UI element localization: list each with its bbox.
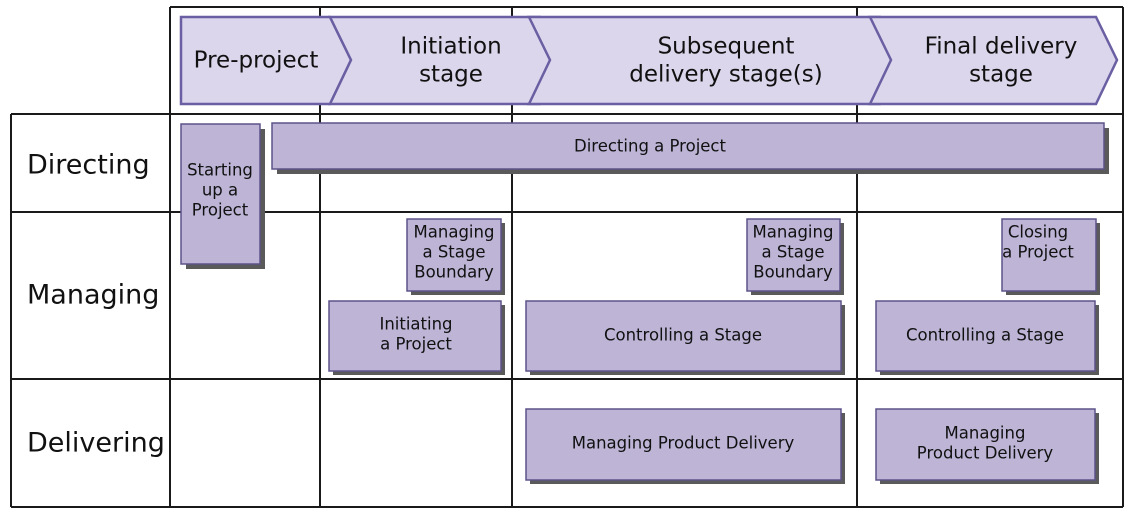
text-line: Final delivery bbox=[925, 34, 1078, 60]
text-line: Boundary bbox=[414, 262, 494, 281]
text-line: stage bbox=[969, 61, 1033, 87]
row-label-managing: Managing bbox=[27, 280, 159, 311]
row-label-directing: Directing bbox=[27, 150, 150, 181]
text-line: delivery stage(s) bbox=[629, 61, 822, 87]
text-line: up a bbox=[202, 181, 238, 200]
text-line: Subsequent bbox=[658, 34, 795, 60]
text-line: Controlling a Stage bbox=[906, 326, 1064, 345]
text-line: Managing bbox=[414, 223, 495, 242]
text-line: Managing Product Delivery bbox=[572, 434, 795, 453]
text-line: a Stage bbox=[761, 243, 824, 262]
row-labels: Directing Managing Delivering bbox=[27, 150, 165, 459]
stage-label-pre-project: Pre-project bbox=[194, 48, 319, 74]
text-line: Project bbox=[192, 200, 249, 219]
text-line: Closing bbox=[1008, 223, 1068, 242]
text-line: Managing bbox=[945, 424, 1026, 443]
process-label-mpd-subsequent: Managing Product Delivery bbox=[572, 434, 795, 453]
text-line: stage bbox=[419, 61, 483, 87]
text-line: Pre-project bbox=[194, 48, 319, 74]
stage-chevron-final bbox=[867, 15, 1119, 106]
text-line: Initiation bbox=[400, 34, 501, 60]
text-line: Directing a Project bbox=[574, 137, 727, 156]
process-directing-a-project: Directing a Project bbox=[271, 122, 1109, 174]
text-line: Boundary bbox=[753, 262, 833, 281]
process-controlling-a-stage-subsequent: Controlling a Stage bbox=[525, 300, 845, 375]
text-line: a Project bbox=[1002, 242, 1074, 261]
process-label-controlling-final: Controlling a Stage bbox=[906, 326, 1064, 345]
text-line: a Stage bbox=[422, 243, 485, 262]
process-label-controlling-subsequent: Controlling a Stage bbox=[604, 326, 762, 345]
row-label-delivering: Delivering bbox=[27, 428, 165, 459]
text-line: a Project bbox=[380, 334, 452, 353]
process-controlling-a-stage-final: Controlling a Stage bbox=[875, 300, 1099, 375]
text-line: Product Delivery bbox=[917, 443, 1054, 462]
process-managing-product-delivery-subsequent: Managing Product Delivery bbox=[525, 408, 845, 484]
text-line: Starting bbox=[187, 161, 253, 180]
process-label-directing-a-project: Directing a Project bbox=[574, 137, 727, 156]
text-line: Controlling a Stage bbox=[604, 326, 762, 345]
text-line: Initiating bbox=[379, 315, 452, 334]
text-line: Managing bbox=[753, 223, 834, 242]
